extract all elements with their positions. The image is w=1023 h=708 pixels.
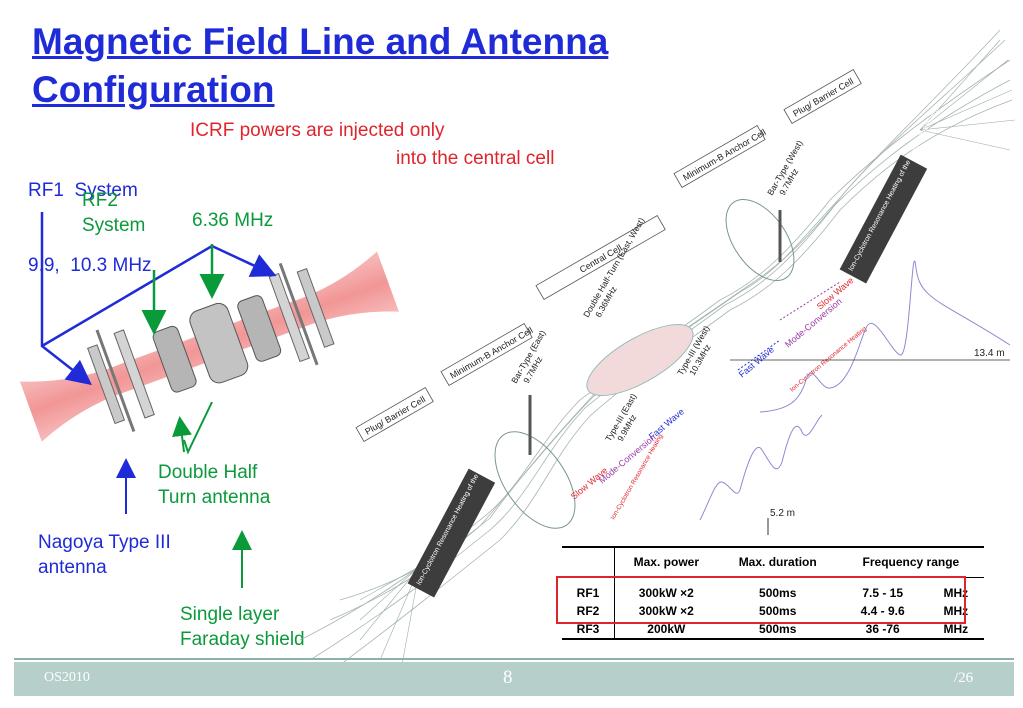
cell-label-anchor-west: Minimum-B Anchor Cell: [681, 127, 767, 183]
heating-banner-west: Ion-Cyclotron Resonance Heating of the A…: [839, 103, 942, 284]
cell-label-plug-west: Plug/ Barrier Cell: [791, 76, 855, 119]
rf1-label-line2: 9.9, 10.3 MHz: [28, 255, 152, 276]
dht-label-line1: Double Half: [158, 462, 258, 483]
table-cell: MHz: [943, 621, 969, 636]
rf1-label-line1: RF1 System: [28, 180, 138, 201]
table-cell: 36 -76: [865, 621, 900, 636]
heating-banner-east: Ion-Cyclotron Resonance Heating of the A…: [407, 417, 510, 598]
footer-divider: [14, 658, 1014, 660]
table-header-duration: Max. duration: [738, 555, 817, 570]
distance-13m: 13.4 m: [974, 348, 1005, 359]
icrf-note-line2: into the central cell: [396, 148, 555, 169]
table-cell: MHz: [943, 603, 969, 618]
footer-page-number: 8: [503, 667, 513, 688]
nagoya-label-line1: Nagoya Type III: [38, 532, 171, 553]
svg-text:Ion-Cyclotron Resonance Heatin: Ion-Cyclotron Resonance Heating of the A…: [416, 417, 510, 586]
table-cell: 500ms: [759, 585, 797, 600]
table-header-power: Max. power: [633, 555, 699, 570]
table-cell: 200kW: [647, 621, 686, 636]
table-cell: 300kW ×2: [638, 585, 694, 600]
table-cell: MHz: [943, 585, 969, 600]
rf2-label-line1: RF2: [82, 190, 118, 211]
table-cell: 300kW ×2: [638, 603, 694, 618]
table-row: RF2 300kW ×2 500ms 4.4 - 9.6 MHz: [562, 601, 984, 620]
nagoya-type3-label: Nagoya Type III antenna: [38, 530, 171, 580]
table-header-system: [562, 547, 615, 577]
nagoya-label-line2: antenna: [38, 557, 107, 578]
cell-label-plug-east: Plug/ Barrier Cell: [363, 394, 427, 437]
rf2-frequency-label: 6.36 MHz: [192, 210, 274, 231]
icrf-note-line1: ICRF powers are injected only: [190, 120, 445, 141]
rf1-system-label: RF1 System 9.9, 10.3 MHz: [28, 128, 152, 303]
plasma-column: [19, 251, 399, 442]
table-cell: 7.5 - 15: [862, 585, 904, 600]
mode-conversion-west: Mode-Conversion: [783, 296, 844, 349]
shield-label-line1: Single layer: [180, 604, 280, 625]
fast-wave-west: Fast Wave: [737, 344, 776, 379]
table-cell: RF3: [562, 619, 615, 639]
table-row: RF1 300kW ×2 500ms 7.5 - 15 MHz: [562, 577, 984, 602]
shield-label-line2: Faraday shield: [180, 629, 305, 650]
dht-label-line2: Turn antenna: [158, 487, 271, 508]
highlight-box: [556, 576, 966, 624]
table-row: RF3 200kW 500ms 36 -76 MHz: [562, 619, 984, 639]
footer-conference: OS2010: [44, 670, 90, 685]
footer-bar: [14, 662, 1014, 696]
resonance-curve-west: [759, 260, 1011, 413]
distance-5m: 5.2 m: [770, 508, 795, 519]
table-cell: RF1: [562, 577, 615, 602]
table-cell: 4.4 - 9.6: [860, 603, 905, 618]
slide-title: Magnetic Field Line and Antenna Configur…: [32, 21, 609, 110]
rf-system-table: Max. power Max. duration Frequency range…: [562, 546, 984, 640]
table-header-row: Max. power Max. duration Frequency range: [562, 547, 984, 577]
faraday-shield-label: Single layer Faraday shield: [180, 602, 305, 652]
table-cell: 500ms: [759, 621, 797, 636]
table-cell: RF2: [562, 601, 615, 620]
table-header-frequency: Frequency range: [862, 555, 960, 570]
table-cell: 500ms: [759, 603, 797, 618]
footer-page-total: /26: [954, 670, 974, 686]
rf2-label-line2: System: [82, 215, 146, 236]
svg-text:Ion-Cyclotron Resonance Heatin: Ion-Cyclotron Resonance Heating of the A…: [848, 103, 942, 272]
rf2-system-label: RF2 System: [82, 188, 145, 238]
resonance-curve-east: [699, 414, 823, 521]
double-half-turn-label: Double Half Turn antenna: [158, 460, 270, 510]
